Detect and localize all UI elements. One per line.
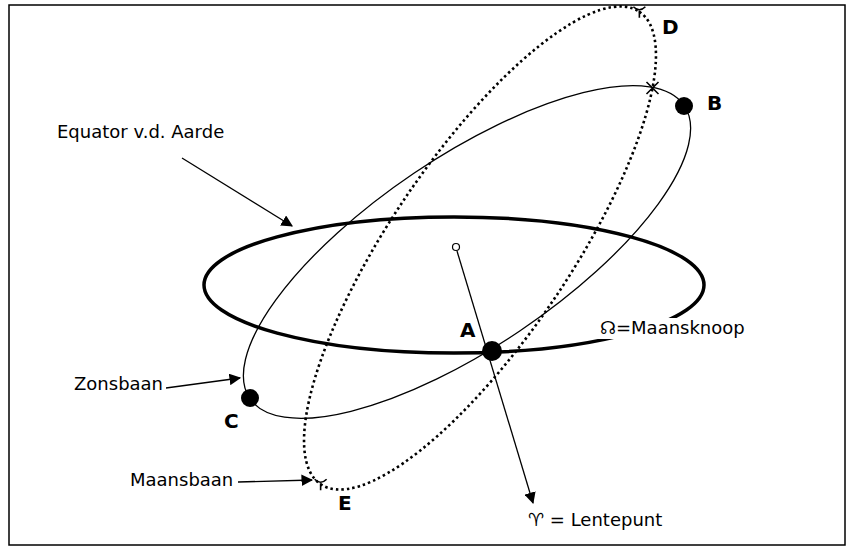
orbit-marker [315, 479, 327, 490]
point-letter: D [660, 16, 681, 39]
earth-center [453, 244, 460, 251]
point-letter: B [705, 92, 724, 115]
point-letter: A [458, 319, 477, 342]
annotation-label: ☊=Maansknoop [598, 318, 747, 339]
vernal-point-arrow [457, 251, 533, 503]
node-cross [646, 82, 658, 94]
annotation-label: Equator v.d. Aarde [55, 122, 226, 143]
pointer-arrow [238, 480, 312, 482]
pointer-arrow [182, 158, 292, 226]
moon-orbit [246, 0, 714, 535]
point-dot [675, 97, 693, 115]
annotation-label: Zonsbaan [72, 374, 165, 395]
annotation-label: Maansbaan [128, 470, 235, 491]
pointer-arrow [166, 378, 240, 388]
frame [9, 5, 845, 545]
point-dot [241, 389, 259, 407]
point-letter: E [336, 492, 354, 515]
sun-orbit [197, 27, 738, 478]
point-dot [482, 341, 502, 361]
annotation-label: ♈ = Lentepunt [526, 510, 664, 531]
orbit-marker [633, 7, 645, 18]
point-letter: C [222, 410, 241, 433]
